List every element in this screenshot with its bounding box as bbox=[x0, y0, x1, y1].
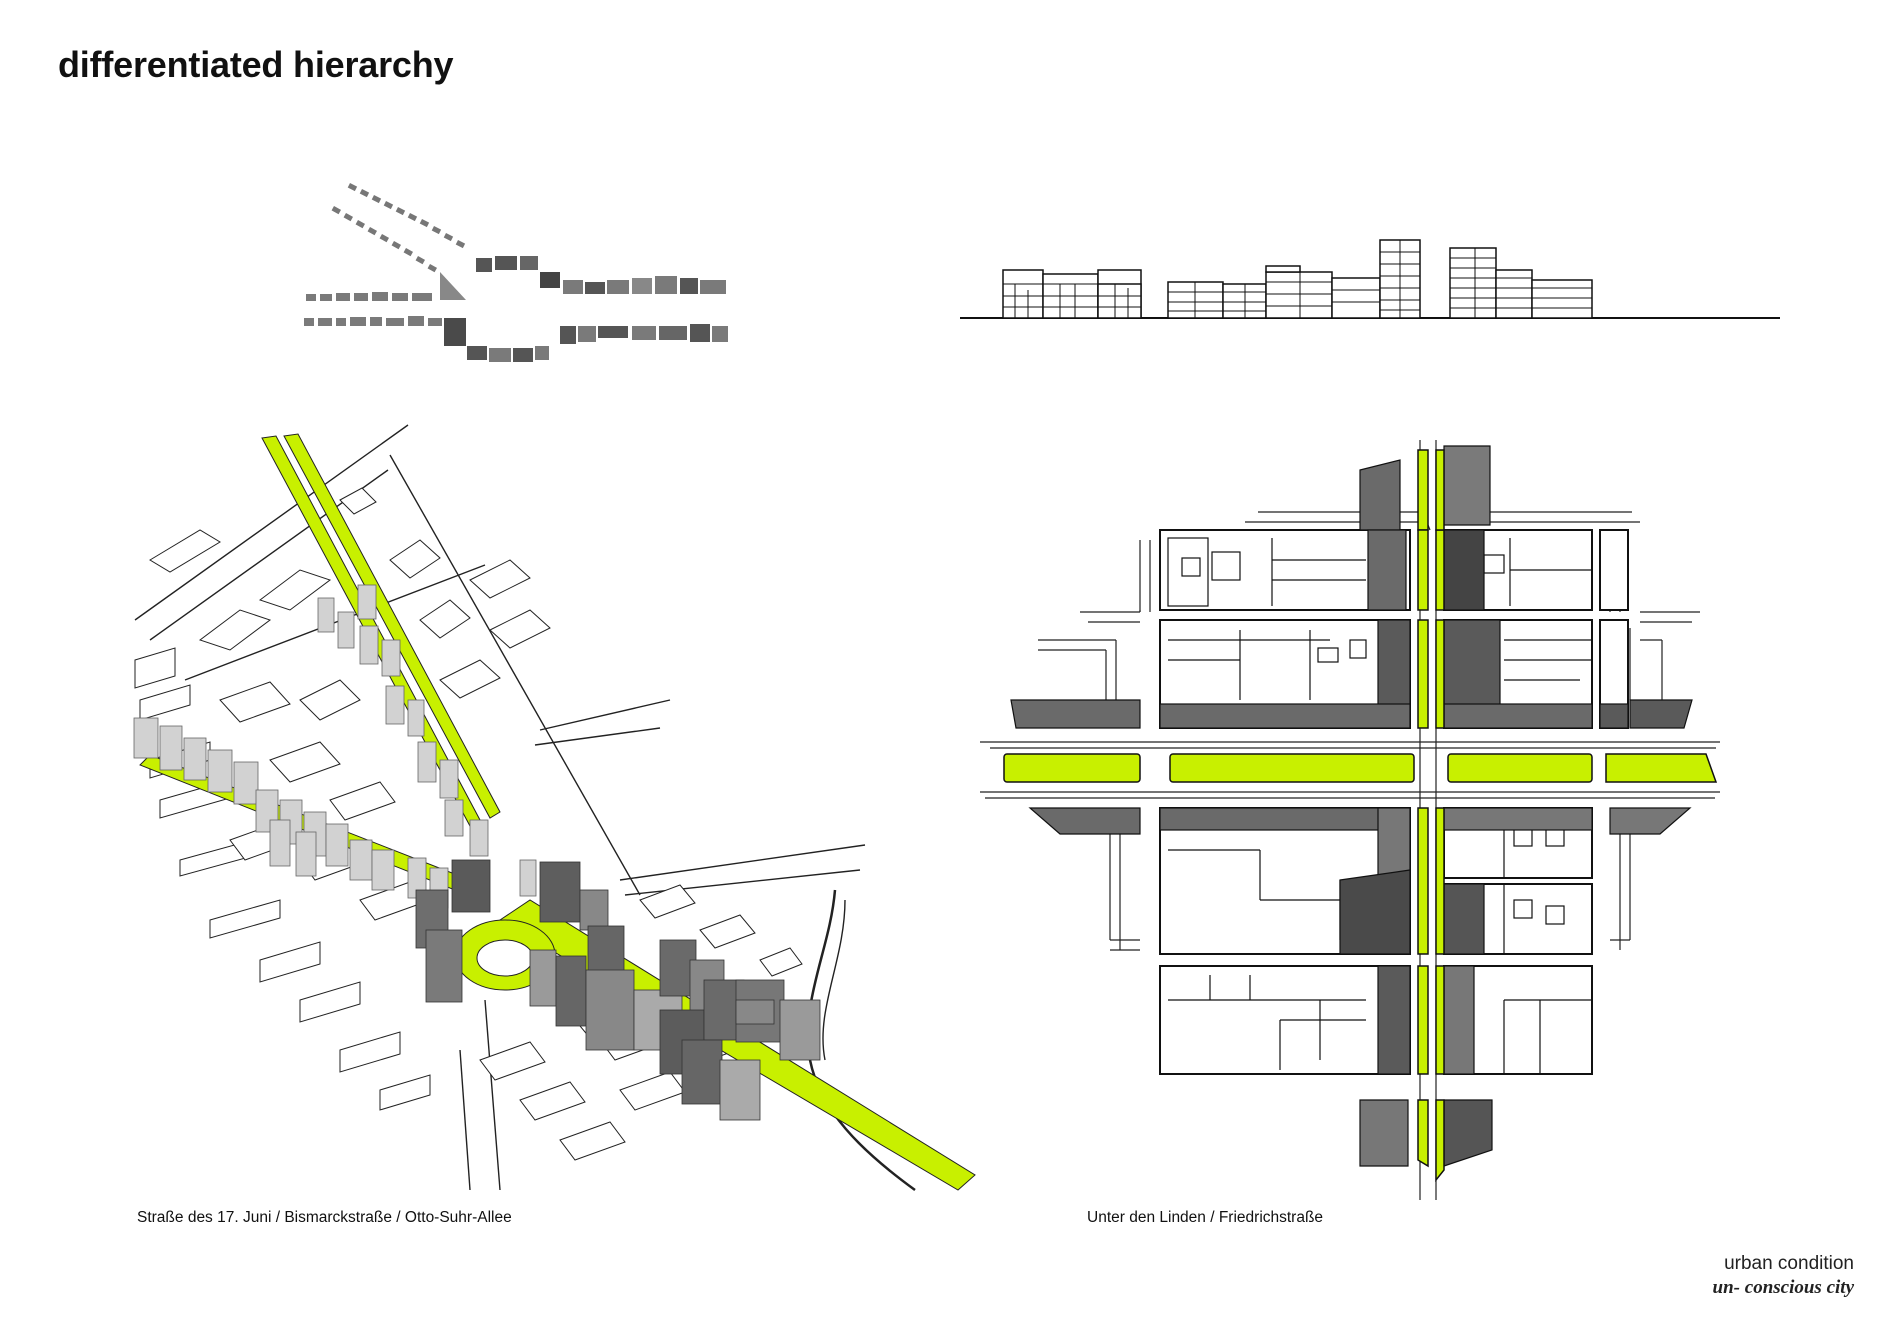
caption-right: Unter den Linden / Friedrichstraße bbox=[1087, 1209, 1323, 1227]
skyline-elevation bbox=[960, 240, 1780, 318]
block-plan bbox=[980, 440, 1720, 1200]
figure-ground-strip bbox=[304, 183, 728, 362]
footer-line-2: un- conscious city bbox=[1713, 1277, 1854, 1299]
axonometric-map bbox=[134, 425, 975, 1190]
footer-line-1: urban condition bbox=[1724, 1253, 1854, 1275]
caption-left: Straße des 17. Juni / Bismarckstraße / O… bbox=[137, 1209, 512, 1227]
